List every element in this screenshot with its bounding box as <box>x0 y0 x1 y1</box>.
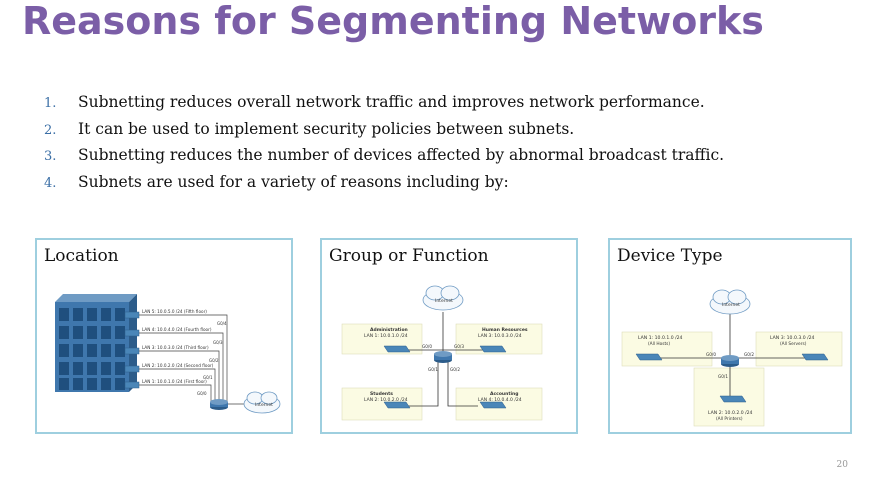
lan-label: LAN 2: 10.0.2.0 /24 <box>364 397 408 403</box>
port-label: G0/4 <box>217 321 227 326</box>
internet-label: Internet <box>255 402 273 408</box>
lan-note: (All Servers) <box>780 341 807 347</box>
switch-icon <box>719 395 747 403</box>
switch-icon <box>479 401 507 409</box>
internet-cloud-icon <box>243 391 281 414</box>
list-number: 2. <box>44 122 57 138</box>
lan-label: LAN 5: 10.0.5.0 /24 (Fifth floor) <box>142 309 207 314</box>
location-panel-title: Location <box>44 246 119 266</box>
lan-area <box>341 323 423 355</box>
slide-title: Reasons for Segmenting Networks <box>22 0 764 43</box>
lan-label: LAN 3: 10.0.3.0 /24 (Third floor) <box>142 345 209 350</box>
lan-label: LAN 1: 10.0.1.0 /24 <box>364 333 408 339</box>
device-panel: Device Type Internet LAN 1: 10.0.1.0 /24… <box>608 238 852 434</box>
group-diagram: Internet Administration LAN 1: 10.0.1.0 … <box>341 285 543 421</box>
lan-name: Administration <box>370 327 408 333</box>
lan-area <box>621 331 713 367</box>
lan-name: Students <box>370 391 393 397</box>
port-label: G0/3 <box>454 344 464 349</box>
list-item: 2. It can be used to implement security p… <box>44 117 724 144</box>
group-panel: Group or Function Internet <box>320 238 578 434</box>
switch-icon <box>124 329 140 337</box>
internet-cloud-icon <box>709 289 751 315</box>
list-text: Subnetting reduces overall network traff… <box>78 93 705 111</box>
port-label: G0/1 <box>428 367 438 372</box>
router-icon <box>434 351 452 363</box>
internet-cloud-icon <box>422 285 464 311</box>
lan-area <box>341 387 423 421</box>
port-label: G0/2 <box>209 358 219 363</box>
list-item: 4. Subnets are used for a variety of reas… <box>44 170 724 197</box>
switch-icon <box>124 365 140 373</box>
lan-label: LAN 1: 10.0.1.0 /24 (First floor) <box>142 379 207 384</box>
lan-area <box>693 367 765 427</box>
switch-icon <box>124 381 140 389</box>
building-icon <box>55 294 137 392</box>
list-text: Subnets are used for a variety of reason… <box>78 172 509 191</box>
internet-label: Internet <box>435 298 453 304</box>
lan-note: (All Printers) <box>716 416 743 422</box>
switch-icon <box>124 311 140 319</box>
list-number: 3. <box>44 149 57 164</box>
list-item: 3. Subnetting reduces the number of devic… <box>44 143 724 170</box>
switch-icon <box>124 347 140 355</box>
switch-icon <box>479 345 507 353</box>
group-panel-title: Group or Function <box>329 246 489 266</box>
list-text: Subnetting reduces the number of devices… <box>78 146 725 164</box>
port-label: G0/0 <box>706 352 716 357</box>
router-icon <box>721 355 739 367</box>
device-diagram: Internet LAN 1: 10.0.1.0 /24 (All Hosts)… <box>621 289 843 427</box>
list-number: 4. <box>44 175 57 191</box>
location-panel: Location <box>35 238 293 434</box>
lan-label: LAN 3: 10.0.3.0 /24 <box>478 333 522 339</box>
lan-label: LAN 2: 10.0.2.0 /24 (Second floor) <box>142 363 214 368</box>
lan-label: LAN 3: 10.0.3.0 /24 <box>770 335 815 341</box>
list-number: 1. <box>44 96 57 111</box>
port-label: G0/1 <box>203 375 213 380</box>
port-label: G0/0 <box>197 391 207 396</box>
lan-note: (All Hosts) <box>648 341 670 347</box>
port-label: G0/3 <box>213 340 223 345</box>
switch-icon <box>635 353 663 361</box>
location-diagram: LAN 5: 10.0.5.0 /24 (Fifth floor) LAN 4:… <box>55 294 281 414</box>
list-text: It can be used to implement security pol… <box>78 119 575 138</box>
lan-label: LAN 2: 10.0.2.0 /24 <box>708 410 753 416</box>
page-number: 20 <box>836 460 848 470</box>
lan-label: LAN 1: 10.0.1.0 /24 <box>638 335 683 341</box>
router-icon <box>210 399 228 410</box>
lan-area <box>755 331 843 367</box>
port-label: G0/2 <box>744 352 754 357</box>
lan-name: Accounting <box>490 391 518 397</box>
port-label: G0/1 <box>718 374 728 379</box>
device-panel-title: Device Type <box>617 246 723 266</box>
switch-icon <box>383 401 411 409</box>
list-item: 1. Subnetting reduces overall network tra… <box>44 90 724 117</box>
switch-icon <box>383 345 411 353</box>
lan-name: Human Resources <box>482 327 528 333</box>
lan-label: LAN 4: 10.0.4.0 /24 (Fourth floor) <box>142 327 212 332</box>
internet-label: Internet <box>722 302 740 308</box>
lan-label: LAN 4: 10.0.4.0 /24 <box>478 397 522 403</box>
switch-icon <box>801 353 829 361</box>
port-label: G0/0 <box>422 344 432 349</box>
reasons-list: 1. Subnetting reduces overall network tra… <box>44 90 724 196</box>
port-label: G0/2 <box>450 367 460 372</box>
